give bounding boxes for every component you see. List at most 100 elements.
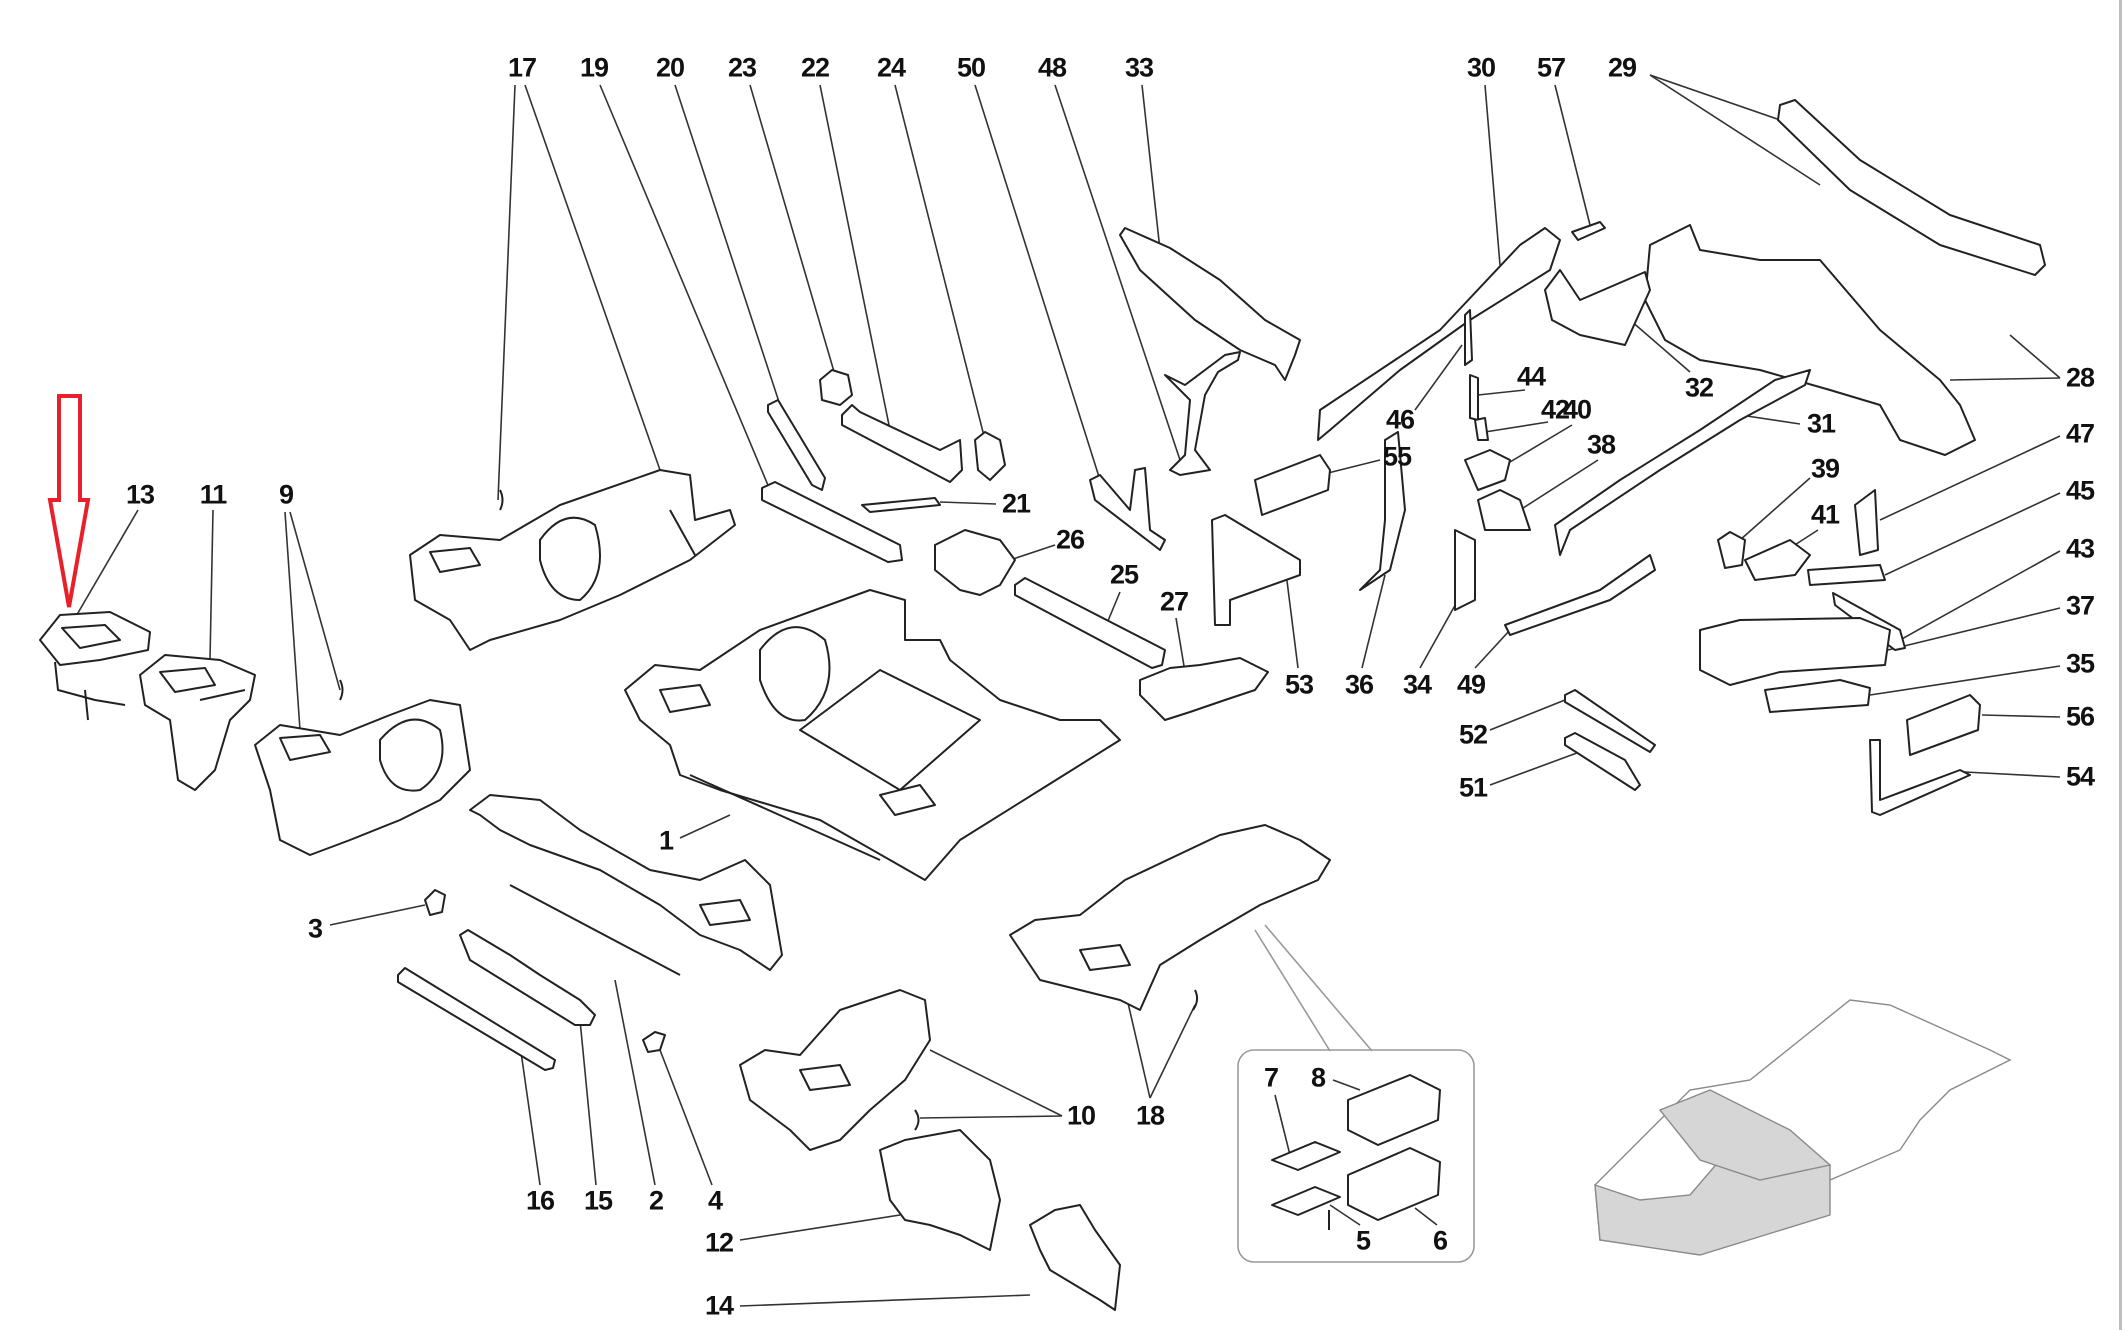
part-41[interactable] [1744, 539, 1811, 581]
callout-label-1[interactable]: 1 [658, 825, 674, 856]
callout-label-24[interactable]: 24 [876, 52, 906, 83]
part-6[interactable] [1347, 1147, 1441, 1221]
part-27[interactable] [1139, 657, 1269, 721]
part-2[interactable] [469, 794, 783, 976]
callout-label-39[interactable]: 39 [1810, 453, 1840, 484]
part-30[interactable] [1317, 227, 1561, 441]
callout-label-46[interactable]: 46 [1385, 404, 1415, 435]
callout-label-35[interactable]: 35 [2065, 648, 2095, 679]
part-22[interactable] [841, 404, 963, 483]
part-18[interactable] [1009, 824, 1331, 1011]
callout-label-45[interactable]: 45 [2065, 475, 2095, 506]
callout-label-37[interactable]: 37 [2065, 590, 2095, 621]
part-46[interactable] [1464, 309, 1473, 366]
callout-label-10[interactable]: 10 [1066, 1100, 1096, 1131]
callout-label-42[interactable]: 42 [1540, 394, 1570, 425]
callout-label-55[interactable]: 55 [1382, 441, 1412, 472]
part-44[interactable] [1469, 374, 1479, 421]
part-12[interactable] [879, 1129, 1001, 1251]
part-37[interactable] [1699, 617, 1891, 686]
part-15[interactable] [459, 929, 596, 1026]
callout-label-21[interactable]: 21 [1001, 488, 1031, 519]
callout-label-47[interactable]: 47 [2065, 418, 2095, 449]
part-47[interactable] [1854, 489, 1879, 556]
part-57[interactable] [1571, 221, 1606, 241]
part-28[interactable] [1644, 224, 1976, 456]
part-5[interactable] [1271, 1186, 1341, 1216]
callout-label-26[interactable]: 26 [1055, 524, 1085, 555]
callout-label-22[interactable]: 22 [800, 52, 830, 83]
part-34[interactable] [1454, 529, 1476, 611]
part-32[interactable] [1544, 269, 1651, 346]
callout-label-5[interactable]: 5 [1355, 1225, 1371, 1256]
part-17[interactable] [409, 469, 736, 651]
callout-label-14[interactable]: 14 [704, 1290, 734, 1321]
callout-label-11[interactable]: 11 [199, 479, 228, 510]
part-1[interactable] [624, 589, 1121, 881]
part-10[interactable] [739, 989, 931, 1151]
callout-label-40[interactable]: 40 [1562, 394, 1592, 425]
callout-label-9[interactable]: 9 [278, 479, 294, 510]
callout-label-54[interactable]: 54 [2065, 761, 2095, 792]
callout-label-12[interactable]: 12 [704, 1227, 734, 1258]
callout-label-34[interactable]: 34 [1402, 669, 1432, 700]
callout-label-20[interactable]: 20 [655, 52, 685, 83]
callout-label-27[interactable]: 27 [1159, 586, 1189, 617]
part-29[interactable] [1777, 99, 2046, 276]
callout-label-15[interactable]: 15 [583, 1185, 613, 1216]
part-25[interactable] [1014, 577, 1166, 669]
part-40[interactable] [1464, 449, 1511, 491]
callout-label-2[interactable]: 2 [648, 1185, 664, 1216]
callout-label-25[interactable]: 25 [1109, 559, 1139, 590]
part-50[interactable] [1089, 467, 1166, 551]
callout-label-33[interactable]: 33 [1124, 52, 1154, 83]
callout-label-56[interactable]: 56 [2065, 701, 2095, 732]
part-51[interactable] [1564, 732, 1641, 791]
part-20[interactable] [767, 399, 826, 491]
callout-label-8[interactable]: 8 [1310, 1062, 1326, 1093]
part-45[interactable] [1807, 564, 1886, 586]
callout-label-51[interactable]: 51 [1458, 772, 1488, 803]
callout-label-6[interactable]: 6 [1432, 1225, 1448, 1256]
callout-label-18[interactable]: 18 [1135, 1100, 1165, 1131]
part-39[interactable] [1717, 531, 1746, 569]
part-54[interactable] [1869, 739, 1971, 816]
part-4[interactable] [642, 1031, 666, 1053]
part-33[interactable] [1119, 227, 1301, 381]
part-49[interactable] [1504, 554, 1656, 636]
callout-label-32[interactable]: 32 [1684, 372, 1714, 403]
part-55[interactable] [1254, 454, 1331, 516]
callout-label-41[interactable]: 41 [1810, 499, 1840, 530]
callout-label-28[interactable]: 28 [2065, 362, 2095, 393]
part-23[interactable] [819, 369, 853, 406]
part-35[interactable] [1764, 679, 1871, 713]
callout-label-3[interactable]: 3 [307, 913, 323, 944]
callout-label-16[interactable]: 16 [525, 1185, 555, 1216]
part-11[interactable] [139, 654, 256, 791]
callout-label-44[interactable]: 44 [1516, 361, 1546, 392]
part-36[interactable] [1359, 431, 1406, 591]
part-24[interactable] [974, 431, 1006, 481]
part-56[interactable] [1906, 694, 1981, 756]
callout-label-17[interactable]: 17 [507, 52, 537, 83]
part-21[interactable] [861, 497, 941, 513]
part-38[interactable] [1477, 489, 1531, 531]
part-19[interactable] [761, 481, 903, 563]
part-8[interactable] [1347, 1074, 1441, 1146]
callout-label-43[interactable]: 43 [2065, 533, 2095, 564]
callout-label-29[interactable]: 29 [1607, 52, 1637, 83]
callout-label-49[interactable]: 49 [1456, 669, 1486, 700]
part-16[interactable] [397, 967, 556, 1071]
part-52[interactable] [1564, 689, 1656, 753]
callout-label-48[interactable]: 48 [1037, 52, 1067, 83]
part-42[interactable] [1474, 417, 1489, 441]
part-7[interactable] [1271, 1141, 1341, 1171]
callout-label-57[interactable]: 57 [1536, 52, 1566, 83]
callout-label-23[interactable]: 23 [727, 52, 757, 83]
callout-label-31[interactable]: 31 [1806, 408, 1836, 439]
callout-label-7[interactable]: 7 [1263, 1062, 1279, 1093]
part-9[interactable] [254, 679, 471, 856]
callout-label-50[interactable]: 50 [956, 52, 986, 83]
part-14[interactable] [1029, 1204, 1121, 1311]
callout-label-30[interactable]: 30 [1466, 52, 1496, 83]
